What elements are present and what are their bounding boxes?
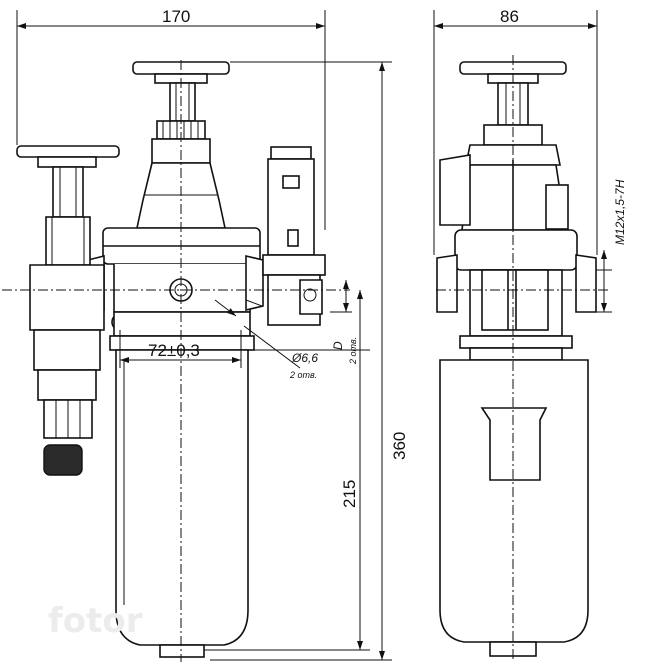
side-bowl	[439, 359, 589, 657]
dim-side-width: 86	[500, 7, 519, 26]
dim-hole-diameter: Ø6,6	[291, 351, 318, 365]
dim-offset-label: D	[331, 341, 345, 350]
dimension-lines	[16, 10, 612, 661]
dim-thread: M12x1,5-7H	[613, 179, 627, 245]
watermark: fotor	[48, 601, 143, 641]
side-bonnet	[439, 144, 569, 240]
dim-height-bowl: 215	[340, 480, 359, 508]
dim-height-total: 360	[390, 432, 409, 460]
dim-offset-note: 2 отв.	[348, 337, 358, 365]
dim-hole-spacing: 72±0,3	[148, 341, 200, 360]
filter-bowl	[115, 349, 249, 658]
dim-front-width: 170	[162, 7, 190, 26]
drain-valve	[16, 145, 120, 476]
side-body	[436, 229, 597, 361]
gauge-housing	[262, 146, 326, 326]
dim-hole-note: 2 отв.	[289, 370, 317, 380]
front-view	[2, 60, 350, 662]
side-view	[436, 55, 610, 662]
body-block	[87, 227, 264, 351]
